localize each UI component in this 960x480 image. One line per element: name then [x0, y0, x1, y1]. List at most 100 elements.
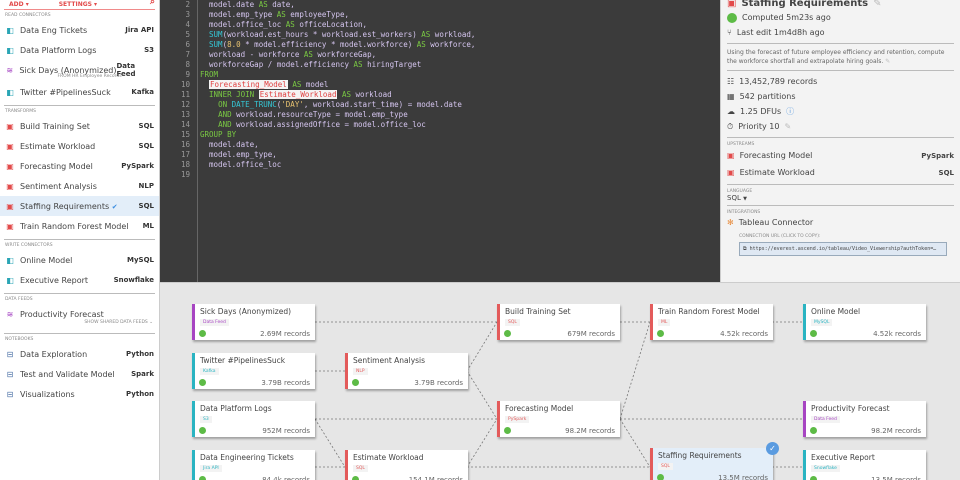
node-tag: ML	[658, 319, 671, 326]
section-label: UPSTREAMS	[727, 142, 755, 147]
section-label: CONNECTION URL (CLICK TO COPY):	[739, 234, 821, 239]
check-circle-icon	[727, 12, 737, 23]
node-name: Executive Report	[811, 453, 875, 462]
item-tag: PySpark	[121, 162, 154, 170]
edge	[466, 418, 498, 468]
panel-title: ▣ Staffing Requirements ✎	[727, 0, 954, 10]
code-line: model.date AS date,	[209, 0, 295, 9]
edit-pencil-icon[interactable]: ✎	[873, 0, 882, 9]
node-name: Productivity Forecast	[811, 404, 890, 413]
code-line: workforceGap / model.efficiency AS hirin…	[209, 60, 422, 69]
divider	[4, 239, 155, 240]
item-label: Twitter #PipelinesSuck	[20, 87, 111, 97]
item-tag: Snowflake	[113, 276, 154, 284]
node-records: 13.5M records	[871, 476, 921, 480]
upstream-tag: PySpark	[921, 151, 954, 160]
item-label: Forecasting Model	[20, 161, 93, 171]
code-line: SUM(8.0 * model.efficiency * model.workf…	[209, 40, 476, 49]
item-tag: Python	[126, 350, 154, 358]
add-menu[interactable]: ADD ▾	[9, 1, 29, 8]
item-label: Sentiment Analysis	[20, 181, 97, 191]
sidebar-item-selected[interactable]: ▣Staffing Requirements ✔SQL	[0, 196, 159, 216]
line-number: 11	[180, 90, 190, 99]
records-stat: ☷13,452,789 records	[727, 74, 954, 89]
connection-url-field[interactable]: ⧉ https://everest.ascend.io/tableau/Vide…	[739, 242, 947, 256]
node-tag: MySQL	[811, 319, 833, 326]
notebook-icon: ⊟	[6, 349, 14, 359]
upstream-name: Forecasting Model	[739, 151, 813, 160]
search-icon[interactable]: ⌕	[149, 0, 155, 7]
edit-pencil-icon[interactable]: ✎	[784, 122, 792, 131]
table-reference[interactable]: Forecasting_Model	[209, 80, 288, 89]
node-records: 3.79B records	[414, 379, 463, 387]
item-label: Data Eng Tickets	[20, 25, 88, 35]
partitions-text: 542 partitions	[739, 92, 796, 101]
connector-icon: ◧	[6, 255, 14, 265]
show-shared-feeds-link[interactable]: SHOW SHARED DATA FEEDS ⌄	[0, 320, 159, 330]
sidebar-item[interactable]: ≋Productivity Forecast	[0, 304, 159, 324]
node-name: Data Platform Logs	[200, 404, 272, 413]
node-records: 98.2M records	[871, 427, 921, 435]
status-ok-icon	[352, 476, 359, 480]
tableau-icon: ✻	[727, 218, 734, 227]
code-line: Forecasting_Model AS model	[209, 80, 329, 89]
edit-pencil-icon[interactable]: ✎	[885, 58, 891, 65]
selected-check-icon: ✓	[766, 442, 779, 455]
description[interactable]: Using the forecast of future employee ef…	[727, 43, 954, 71]
node-records: 98.2M records	[565, 427, 615, 435]
item-tag: ML	[142, 222, 154, 230]
item-label: Visualizations	[20, 389, 75, 399]
chevron-down-icon: ⌄	[149, 320, 153, 325]
item-tag: Data Feed	[116, 62, 136, 78]
code-line: ON DATE_TRUNC('DAY', workload.start_time…	[218, 100, 462, 109]
language-select[interactable]: SQL ▼	[727, 194, 954, 202]
chip-icon: ▣	[727, 0, 737, 9]
node-tag: S3	[200, 416, 212, 423]
records-text: 13,452,789 records	[739, 77, 818, 86]
node-tag: Data Feed	[811, 416, 840, 423]
status-ok-icon	[352, 379, 359, 386]
dfus-text: 1.25 DFUs	[740, 107, 782, 116]
settings-menu[interactable]: SETTINGS ▾	[58, 1, 98, 8]
title-text: Staffing Requirements	[741, 0, 869, 9]
item-label: Build Training Set	[20, 121, 90, 131]
line-number: 19	[180, 170, 190, 179]
line-number: 16	[180, 140, 190, 149]
item-tag: MySQL	[127, 256, 154, 264]
line-number: 12	[180, 100, 190, 109]
table-reference[interactable]: Estimate_Workload	[258, 90, 338, 99]
node-name: Sick Days (Anonymized)	[200, 307, 292, 316]
sidebar-item[interactable]: ≋Sick Days (Anonymized)Data Feed	[0, 60, 159, 80]
info-icon[interactable]: ⓘ	[786, 107, 795, 116]
